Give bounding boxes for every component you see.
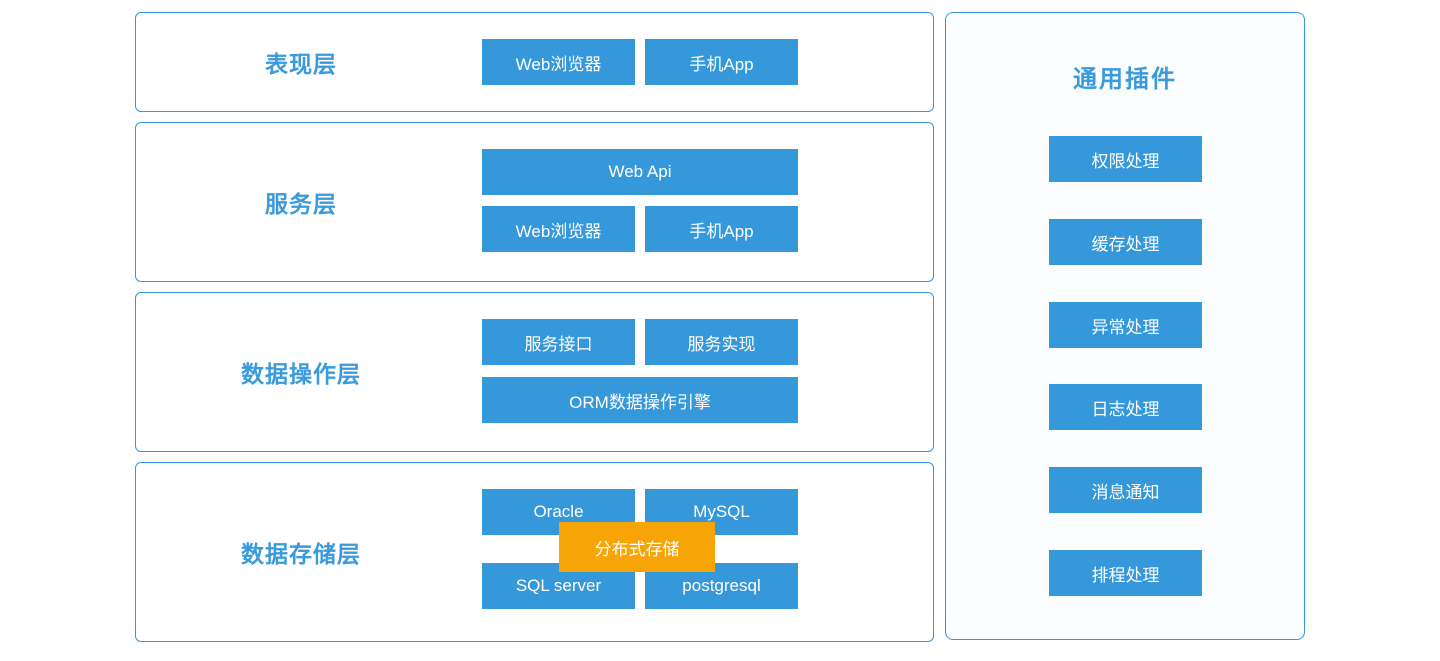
block-distributed-storage: 分布式存储 <box>559 522 715 572</box>
plugin-schedule-handling: 排程处理 <box>1049 550 1202 596</box>
layer-presentation: 表现层 Web浏览器 手机App <box>135 12 934 112</box>
layer-service: 服务层 Web Api Web浏览器 手机App <box>135 122 934 282</box>
layer-service-label: 服务层 <box>265 191 337 217</box>
block-sql-server: SQL server <box>482 563 635 609</box>
plugin-log-handling: 日志处理 <box>1049 384 1202 430</box>
block-oracle: Oracle <box>482 489 635 535</box>
block-postgresql: postgresql <box>645 563 798 609</box>
plugin-cache-handling: 缓存处理 <box>1049 219 1202 265</box>
block-service-implementation: 服务实现 <box>645 319 798 365</box>
plugin-message-notification: 消息通知 <box>1049 467 1202 513</box>
layer-data-operation: 数据操作层 服务接口 服务实现 ORM数据操作引擎 <box>135 292 934 452</box>
block-service-interface: 服务接口 <box>482 319 635 365</box>
block-mobile-app: 手机App <box>645 39 798 85</box>
block-web-api: Web Api <box>482 149 798 195</box>
block-orm-engine: ORM数据操作引擎 <box>482 377 798 423</box>
block-web-browser: Web浏览器 <box>482 206 635 252</box>
common-plugins-panel: 通用插件 权限处理 缓存处理 异常处理 日志处理 消息通知 排程处理 <box>945 12 1305 640</box>
plugin-permission-handling: 权限处理 <box>1049 136 1202 182</box>
block-web-browser: Web浏览器 <box>482 39 635 85</box>
layer-presentation-label: 表现层 <box>265 51 337 77</box>
plugin-exception-handling: 异常处理 <box>1049 302 1202 348</box>
layer-data-operation-label: 数据操作层 <box>241 361 361 387</box>
block-mobile-app: 手机App <box>645 206 798 252</box>
layer-data-storage: 数据存储层 Oracle MySQL SQL server postgresql… <box>135 462 934 642</box>
common-plugins-title: 通用插件 <box>1073 66 1177 93</box>
layer-data-storage-label: 数据存储层 <box>241 541 361 567</box>
